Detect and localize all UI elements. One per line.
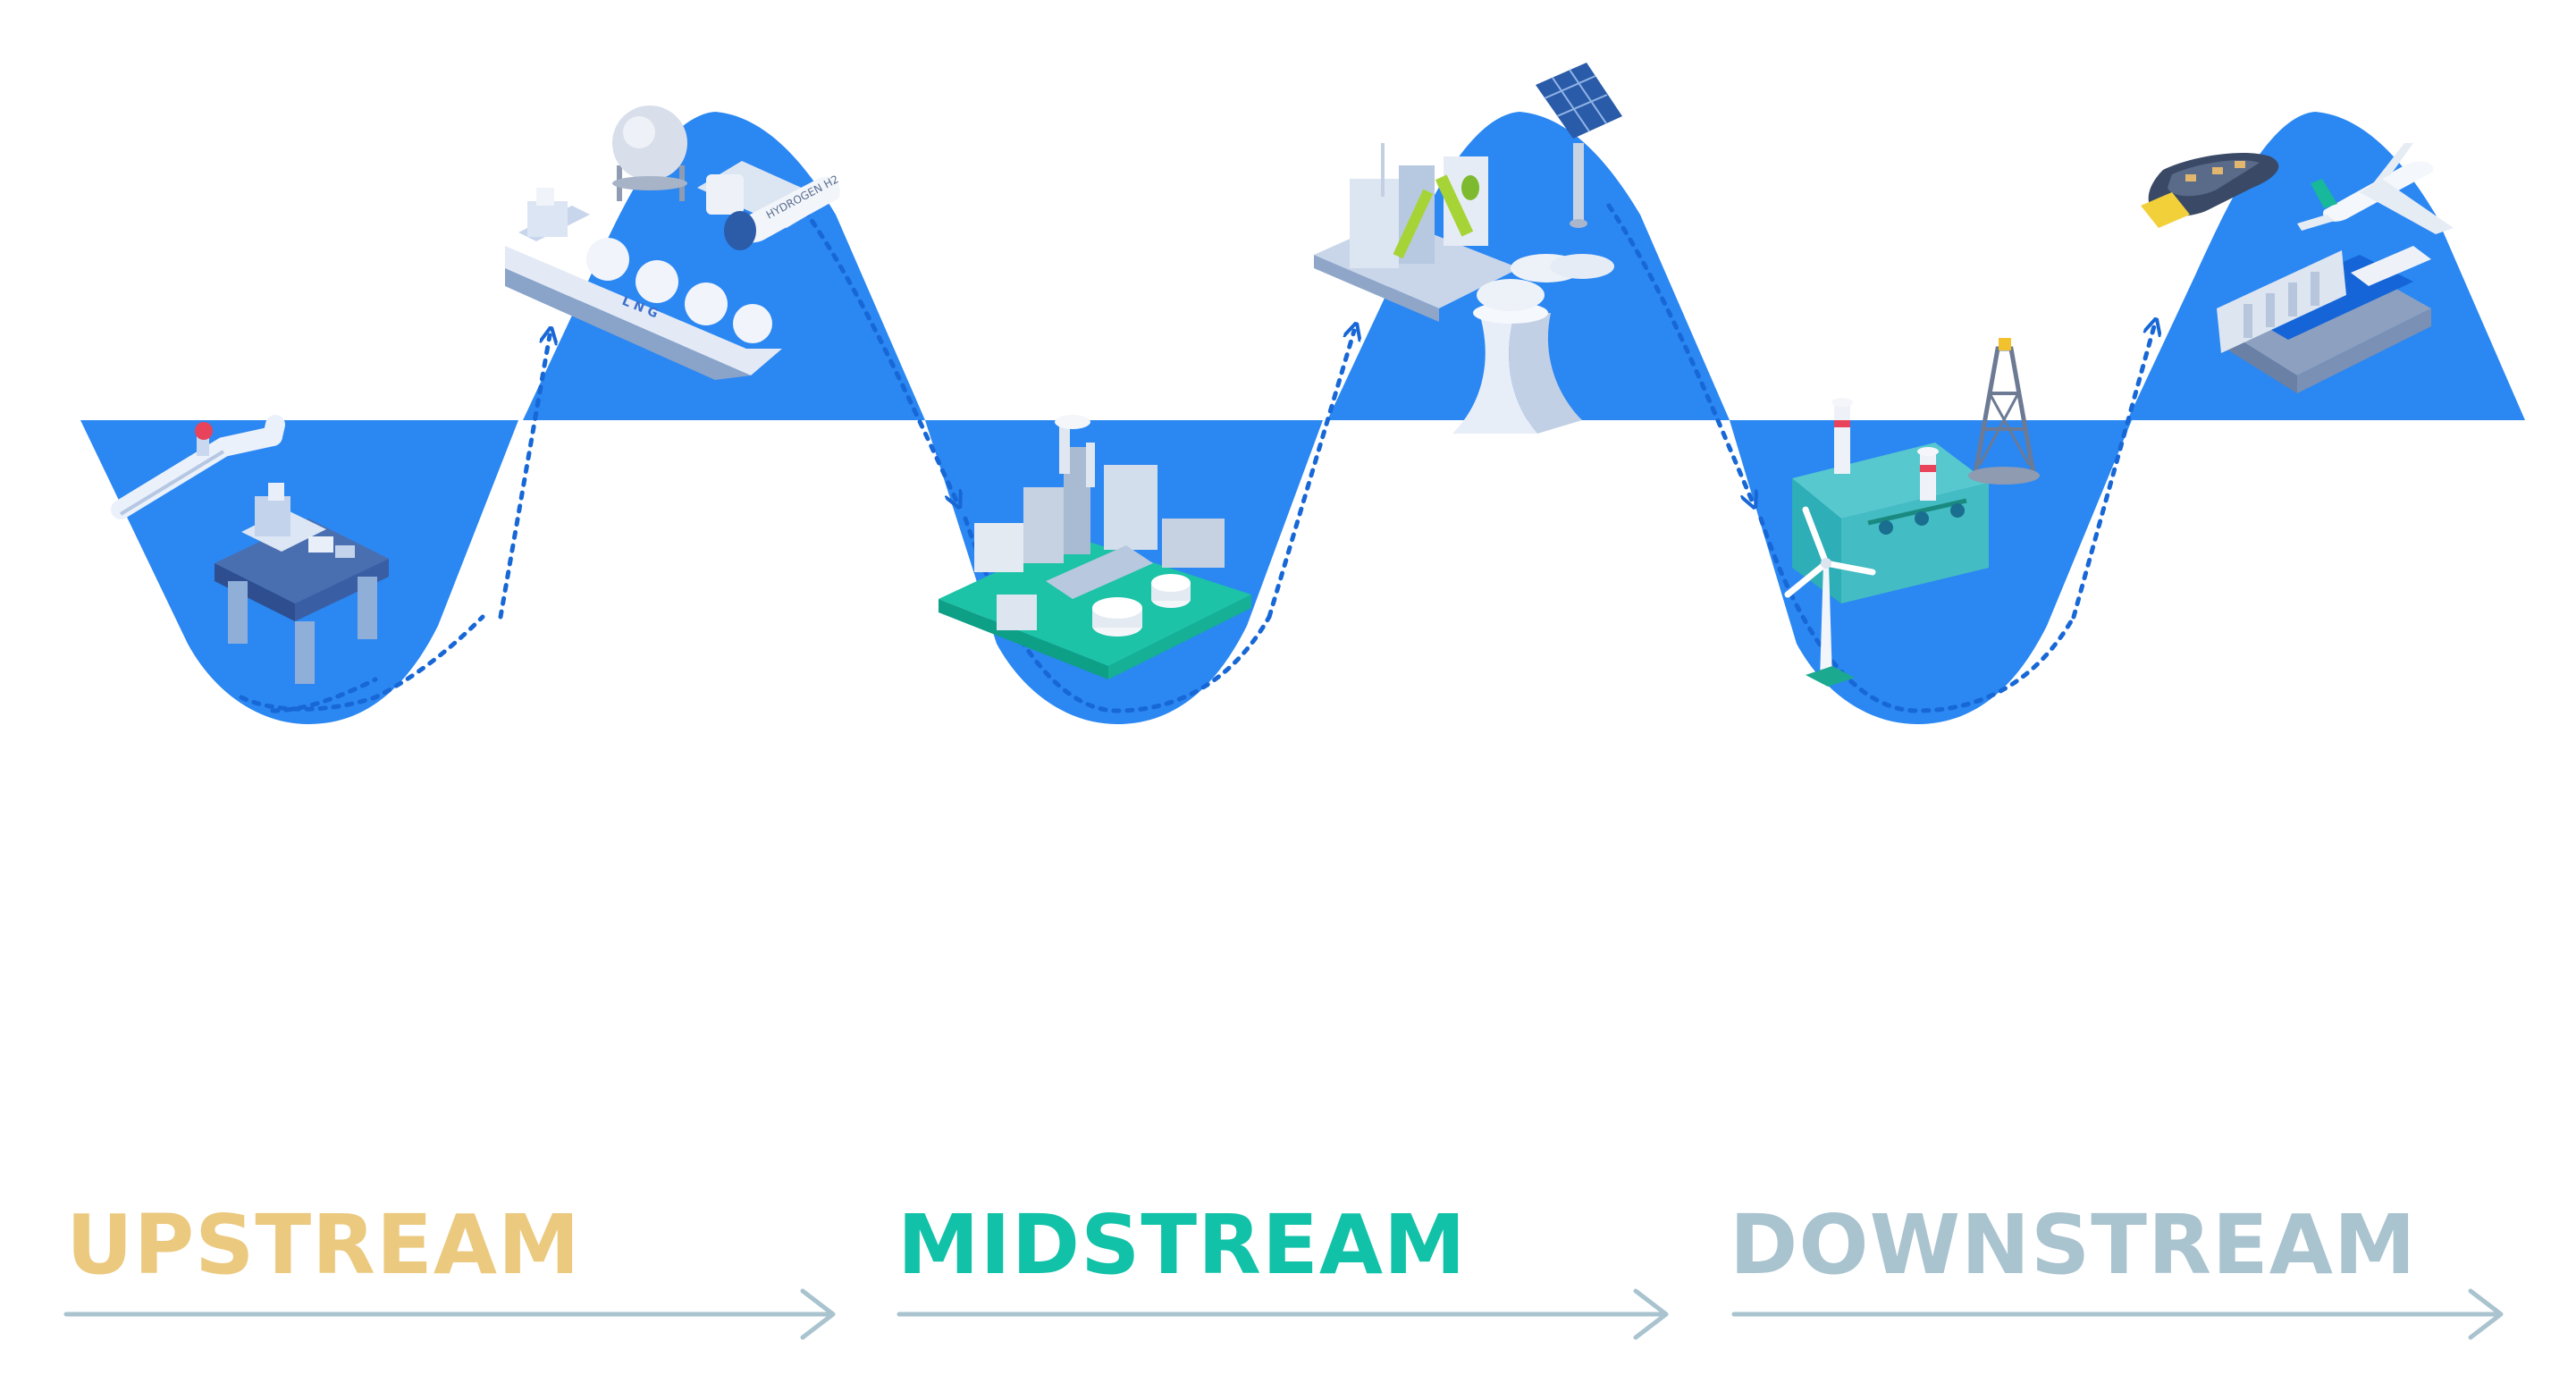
flow-path-fall-2 [1606,203,1752,501]
pipeline-icon [111,415,285,519]
flow-path-bottom-3 [1758,516,2076,713]
flow-path-fall-1 [802,207,956,501]
lng-ship-icon: L N G [505,188,782,380]
dam-icon [2217,246,2431,393]
solar-panel-icon [1536,63,1622,228]
flow-path-bottom-1 [239,614,485,712]
refinery-icon [939,415,1251,679]
airplane-icon [2297,143,2454,234]
flow-path-rise-1 [498,335,550,620]
offshore-rig-icon [215,483,389,684]
conveyor-icon [2141,152,2279,228]
gas-storage-icon [612,105,687,201]
oil-derrick-icon [1968,338,2040,485]
cooling-tower-icon [1452,254,1614,434]
stage-label-downstream: DOWNSTREAM [1730,1197,2417,1293]
flow-path [270,677,378,713]
tidal-turbine-icon [1792,398,1989,603]
stage-label-upstream: UPSTREAM [66,1197,581,1293]
wind-turbine-icon [1784,506,1876,687]
upstream-arrow [63,1288,836,1340]
flow-path-rise-2 [1267,331,1354,620]
stage-label-midstream: MIDSTREAM [897,1197,1467,1293]
midstream-arrow [897,1288,1669,1340]
flow-path-rise-3 [2071,326,2154,620]
downstream-arrow [1731,1288,2504,1340]
carbon-capture-plant-icon [1314,143,1520,322]
